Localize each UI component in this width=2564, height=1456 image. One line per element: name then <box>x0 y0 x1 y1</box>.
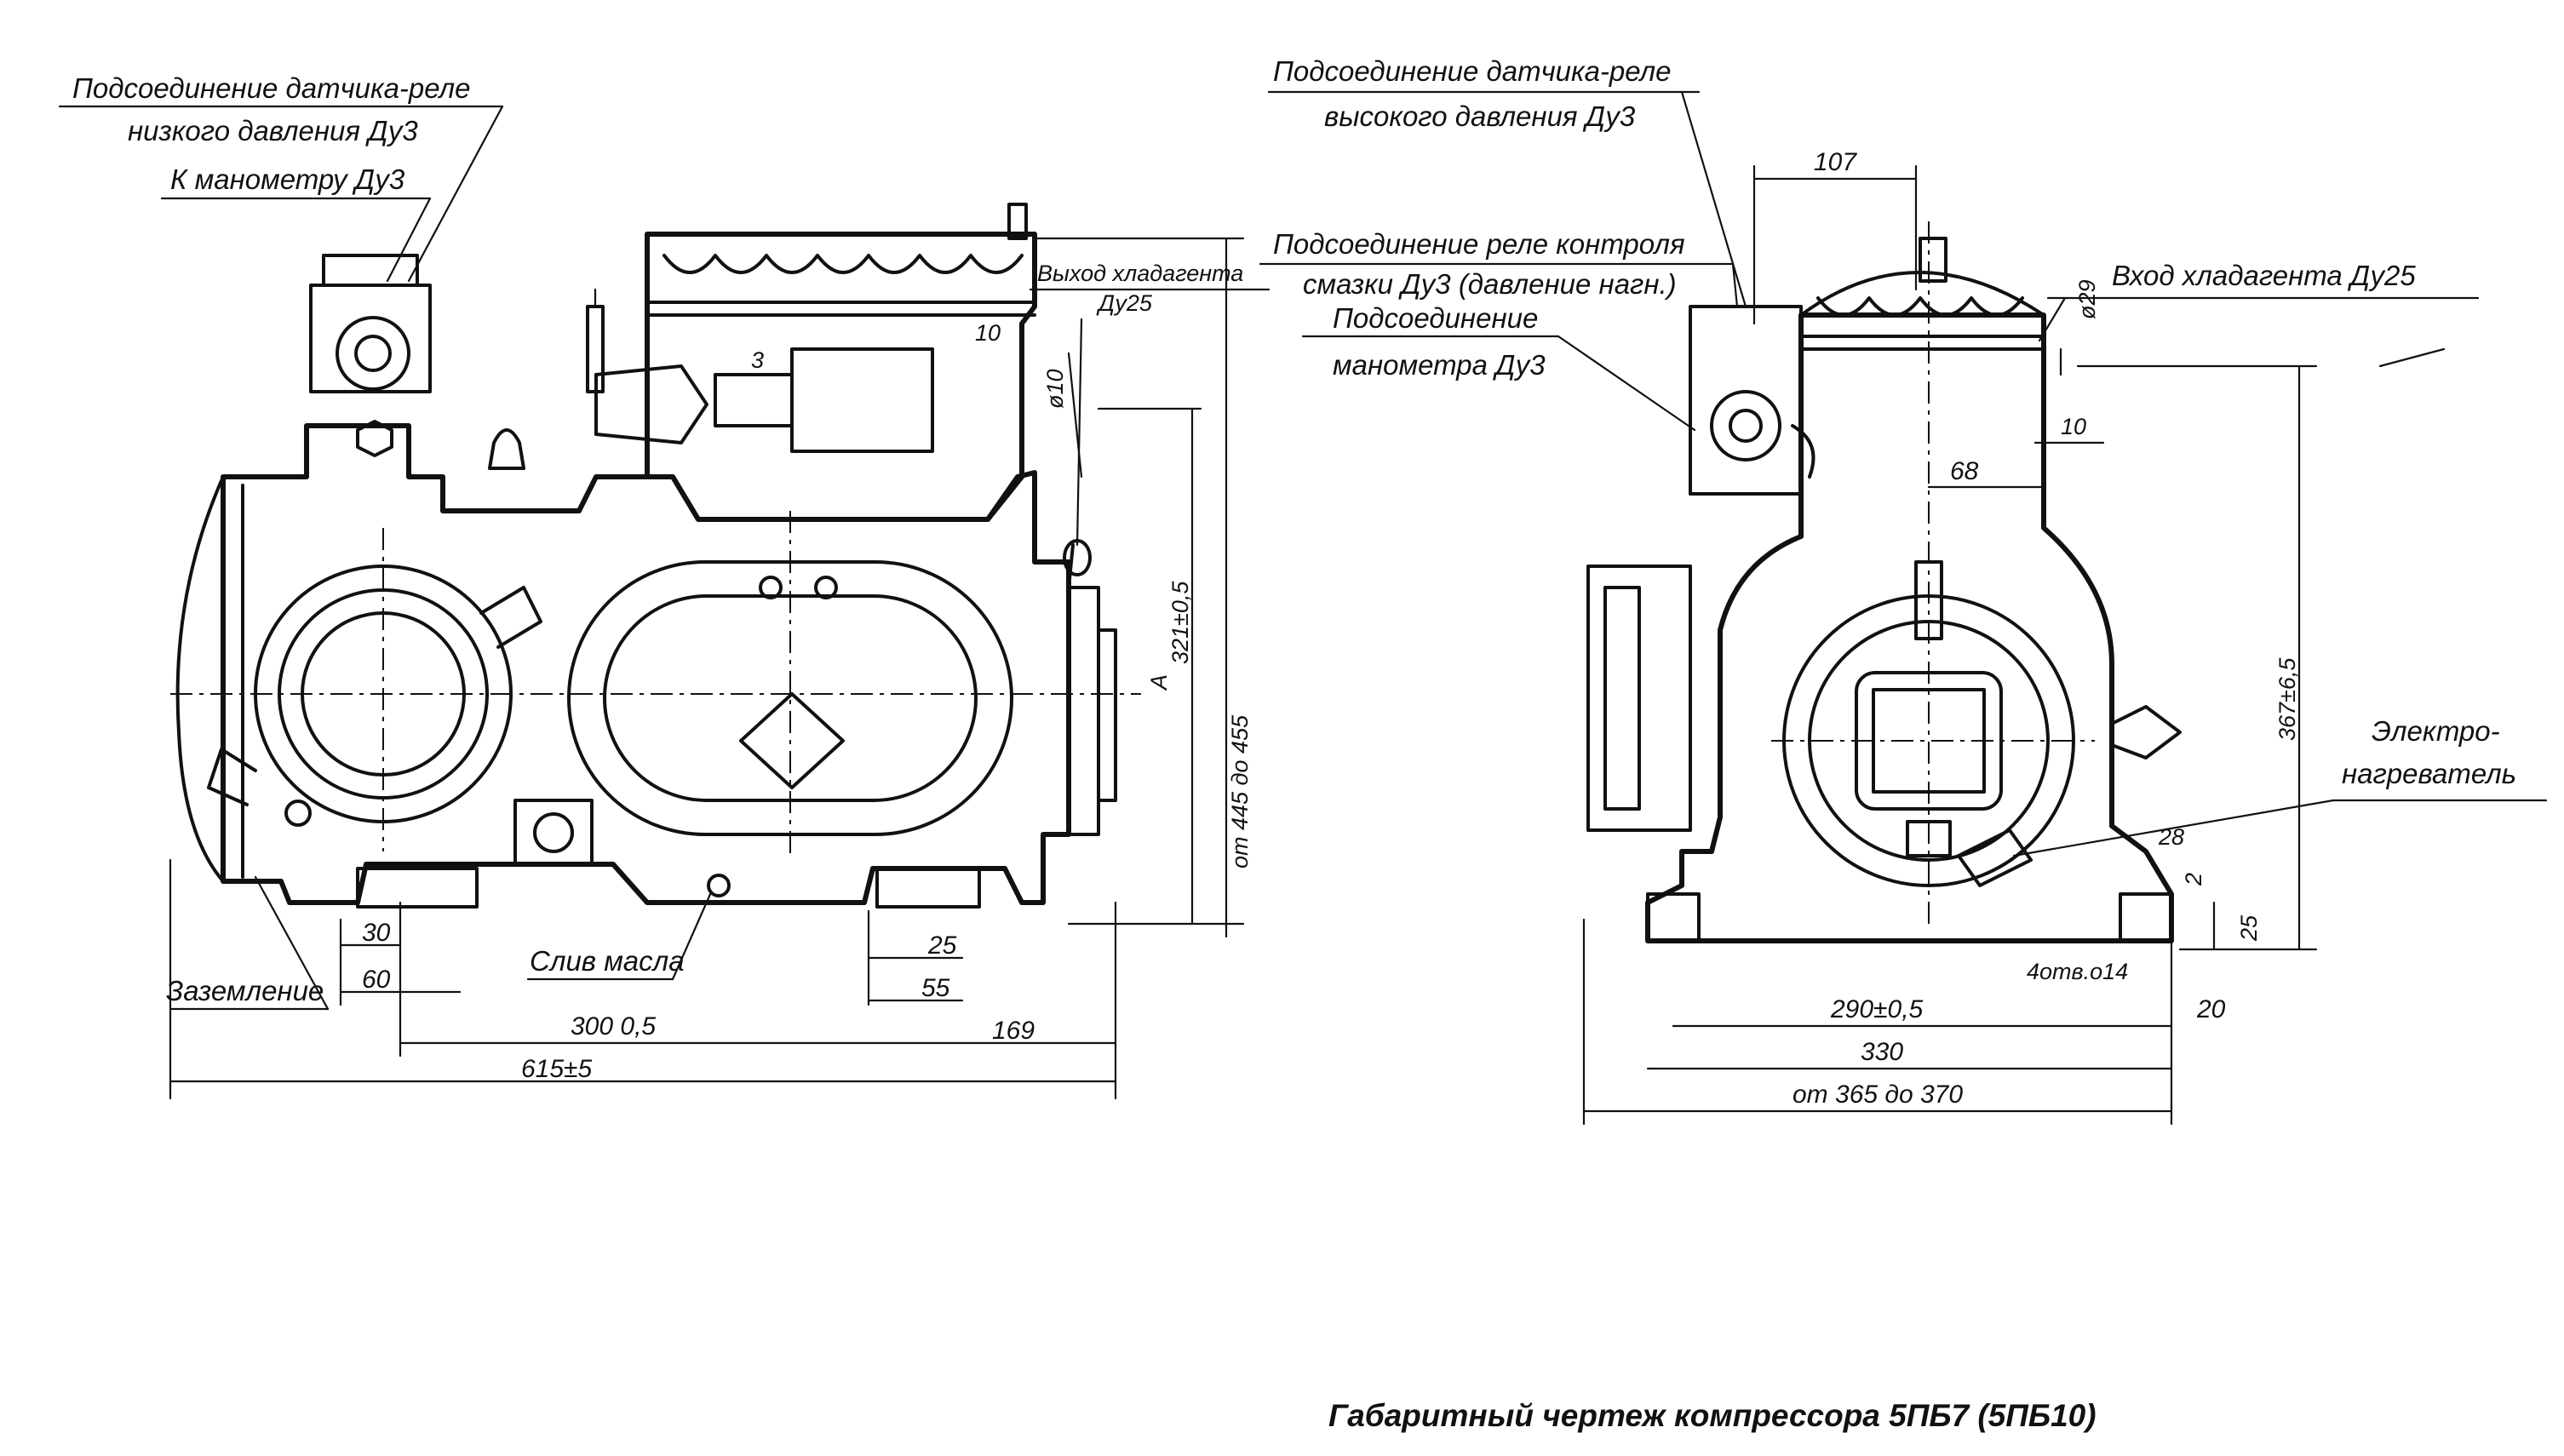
dim-68: 68 <box>1950 457 1979 485</box>
cylinder-head <box>645 232 1037 522</box>
dim-10-left: 10 <box>975 320 1001 346</box>
callout-holes: 4отв.о14 <box>2027 959 2128 984</box>
end-view-drawing <box>1586 221 2182 943</box>
dim-d10: ø10 <box>1042 369 1068 409</box>
callout-outlet-line2: Ду25 <box>1096 290 1153 316</box>
dim-615: 615±5 <box>521 1055 593 1083</box>
dim-25-left: 25 <box>927 931 957 960</box>
dim-2: 2 <box>2181 873 2206 886</box>
dim-290: 290±0,5 <box>1830 995 1924 1023</box>
callout-grounding: Заземление <box>166 975 324 1006</box>
callout-low-pressure-relay-line1: Подсоединение датчика-реле <box>72 72 471 104</box>
callout-inlet: Вход хладагента Ду25 <box>2112 260 2416 291</box>
callout-lube-relay-line1: Подсоединение реле контроля <box>1273 228 1685 260</box>
dim-169: 169 <box>992 1017 1035 1045</box>
dim-28: 28 <box>2158 824 2184 850</box>
callout-leaders <box>58 90 2548 1011</box>
dim-height-left: от 445 до 455 <box>1227 714 1253 868</box>
dim-3: 3 <box>751 347 764 373</box>
dim-367: 367±6,5 <box>2274 657 2300 741</box>
end-housing-outline <box>1645 312 2174 943</box>
dim-30: 30 <box>362 919 391 947</box>
drawing-title: Габаритный чертеж компрессора 5ПБ7 (5ПБ1… <box>1328 1398 2097 1433</box>
view-arrow-a: А <box>1146 674 1172 691</box>
callout-heater-line2: нагреватель <box>2342 758 2516 789</box>
dim-25-right: 25 <box>2236 914 2262 942</box>
dim-321: 321±0,5 <box>1167 581 1193 664</box>
dim-60: 60 <box>362 966 391 994</box>
callout-manometer-right-line1: Подсоединение <box>1333 302 1538 334</box>
callout-low-pressure-relay-line2: низкого давления Ду3 <box>128 115 418 146</box>
side-view-drawing <box>170 203 1141 909</box>
callout-heater-line1: Электро- <box>2372 715 2500 747</box>
callout-oil-drain: Слив масла <box>530 945 685 977</box>
dim-300: 300 0,5 <box>571 1012 656 1040</box>
callout-lube-relay-line2: смазки Ду3 (давление нагн.) <box>1303 268 1677 300</box>
dim-20: 20 <box>2196 995 2226 1023</box>
crankcase-outline <box>221 423 1071 905</box>
dim-width-right: от 365 до 370 <box>1793 1081 1963 1109</box>
dim-330: 330 <box>1861 1038 1903 1066</box>
callout-manometer-left: К манометру Ду3 <box>170 163 405 195</box>
dimension-lines <box>169 164 2318 1126</box>
callout-outlet-line1: Выход хладагента <box>1037 261 1243 286</box>
callout-high-pressure-relay-line1: Подсоединение датчика-реле <box>1273 55 1672 87</box>
dim-107: 107 <box>1814 148 1857 176</box>
callout-manometer-right-line2: манометра Ду3 <box>1333 349 1546 381</box>
callout-high-pressure-relay-line2: высокого давления Ду3 <box>1324 100 1636 132</box>
dim-10-right: 10 <box>2061 414 2086 439</box>
dim-d29: ø29 <box>2074 279 2100 319</box>
dim-55: 55 <box>921 974 950 1002</box>
